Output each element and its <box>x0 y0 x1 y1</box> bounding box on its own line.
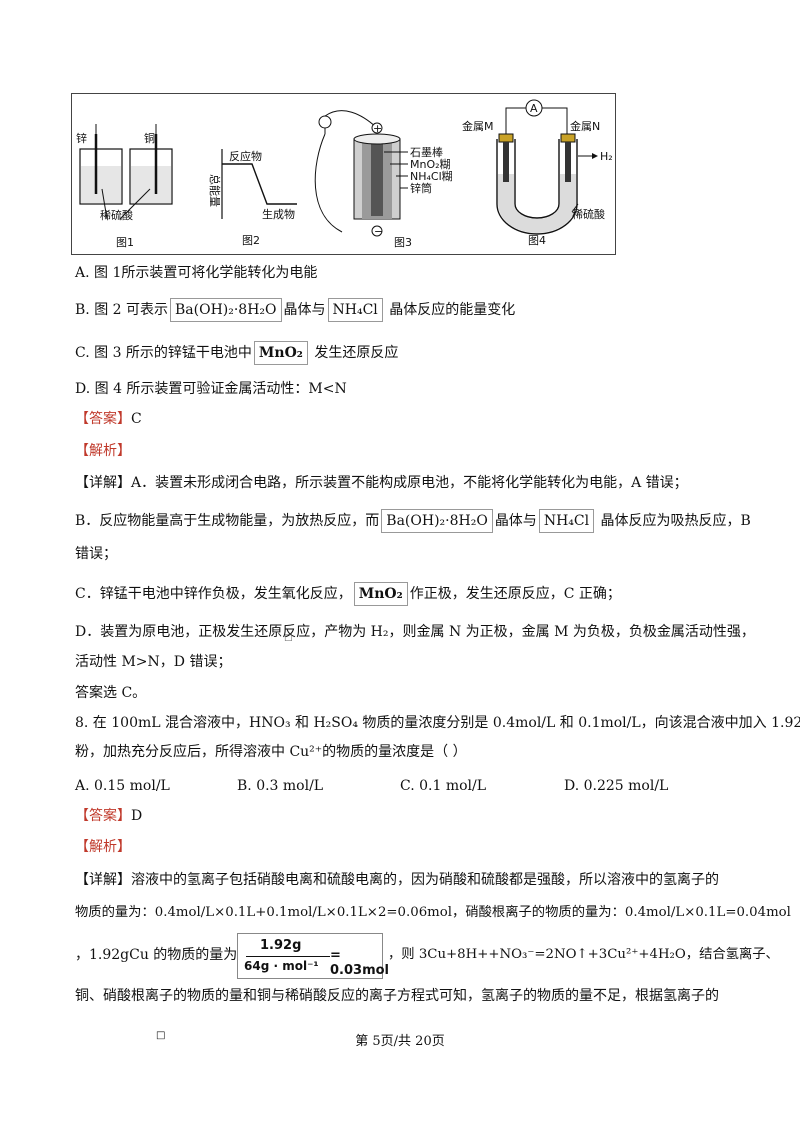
q7-detail-d: D．装置为原电池，正极发生还原反应，产物为 H₂，则金属 N 为正极，金属 M … <box>75 624 755 640</box>
q8-answer: D <box>131 808 143 824</box>
q7-option-c-formula: MnO₂ <box>253 341 308 365</box>
q7-answer-tag: 【答案】 <box>75 411 131 427</box>
q7-detail-b-post: 晶体反应为吸热反应，B <box>600 513 751 529</box>
fig2-y-axis: 总能量 <box>208 174 222 207</box>
fig4-right-metal: 金属N <box>570 119 600 133</box>
q8-frac-numerator: 1.92g <box>260 938 302 953</box>
fig4-left-metal: 金属M <box>462 119 494 133</box>
q7-detail-d-cont: 活动性 M>N，D 错误； <box>75 654 232 670</box>
figure-4: A 金属M 金属N H₂ 稀硫酸 图4 <box>462 99 613 247</box>
fig2-caption: 图2 <box>242 234 260 247</box>
fig3-minus: − <box>374 225 383 238</box>
q7-detail-b-formula-2: NH₄Cl <box>538 509 595 533</box>
fig3-label-nh4cl: NH₄Cl糊 <box>410 169 453 183</box>
fig4-liquid-label: 稀硫酸 <box>572 207 605 221</box>
q7-mark: □ <box>284 633 293 643</box>
q8-detail-1: 【详解】溶液中的氢离子包括硝酸电离和硫酸电离的，因为硝酸和硫酸都是强酸，所以溶液… <box>75 869 719 891</box>
q7-option-c-pre: C. 图 3 所示的锌锰干电池中 <box>75 345 252 361</box>
q7-answer: C <box>131 411 142 427</box>
fig1-liquid-label: 稀硫酸 <box>100 208 133 222</box>
q7-detail-c-formula: MnO₂ <box>353 582 408 606</box>
figure-3: + − 石墨棒 MnO₂糊 NH₄Cl糊 锌筒 图3 <box>314 110 453 249</box>
q7-detail-a-text: A．装置未形成闭合电路，所示装置不能构成原电池，不能将化学能转化为电能，A 错误… <box>131 475 688 491</box>
q7-option-b-mid: 晶体与 <box>283 302 326 318</box>
q8-detail-tag: 【详解】 <box>75 872 131 888</box>
q8-detail-3-post: ，则 3Cu+8H++NO₃⁻=2NO↑+3Cu²⁺+4H₂O，结合氢离子、 <box>388 947 779 962</box>
fig4-caption: 图4 <box>528 234 546 247</box>
page-number: 第 5页/共 20页 <box>355 1034 445 1049</box>
q8-frac-bar <box>246 956 330 957</box>
q8-frac-denominator: 64g · mol⁻¹ <box>244 959 319 973</box>
q7-option-d: D. 图 4 所示装置可验证金属活动性：M<N <box>75 381 347 397</box>
q8-choice-d: D. 0.225 mol/L <box>564 778 669 794</box>
q8-frac-result: = 0.03mol <box>330 948 390 978</box>
q7-option-b-formula-2: NH₄Cl <box>327 298 383 322</box>
fig4-meter: A <box>530 102 538 115</box>
figure-panel: 锌 铜 稀硫酸 图1 总能量 反应物 生成物 图2 <box>71 93 616 255</box>
q7-option-c-post: 发生还原反应 <box>314 345 399 361</box>
q8-analysis-line: 【解析】 <box>75 836 131 858</box>
q7-detail-b-pre: B．反应物能量高于生成物能量，为放热反应，而 <box>75 513 380 529</box>
q8-choice-a: A. 0.15 mol/L <box>75 778 170 794</box>
q7-detail-b-mid: 晶体与 <box>494 513 537 529</box>
q7-detail-b-cont: 错误； <box>75 546 117 562</box>
q8-stem-2: 粉，加热充分反应后，所得溶液中 Cu²⁺的物质的量浓度是（ ） <box>75 744 467 760</box>
figure-2: 总能量 反应物 生成物 图2 <box>208 149 297 247</box>
figure-drawing: 锌 铜 稀硫酸 图1 总能量 反应物 生成物 图2 <box>76 99 613 249</box>
fig3-label-mno2: MnO₂糊 <box>410 157 451 171</box>
q7-detail-c-post: 作正极，发生还原反应，C 正确； <box>409 586 621 602</box>
q7-option-b-formula-1: Ba(OH)₂·8H₂O <box>170 298 282 322</box>
figure-1: 锌 铜 稀硫酸 图1 <box>76 124 173 249</box>
q8-analysis-tag: 【解析】 <box>75 839 131 855</box>
q7-detail-tag: 【详解】 <box>75 475 131 491</box>
q8-choice-c: C. 0.1 mol/L <box>400 778 487 794</box>
q8-detail-1-text: 溶液中的氢离子包括硝酸电离和硫酸电离的，因为硝酸和硫酸都是强酸，所以溶液中的氢离… <box>131 872 719 888</box>
fig3-label-graphite: 石墨棒 <box>410 145 443 159</box>
fig3-plus: + <box>373 122 382 135</box>
q7-option-a: A. 图 1所示装置可将化学能转化为电能 <box>75 265 318 281</box>
q7-analysis-line: 【解析】 <box>75 440 131 462</box>
q8-fraction: 1.92g 64g · mol⁻¹ = 0.03mol <box>237 933 389 979</box>
q7-option-b-pre: B. 图 2 可表示 <box>75 302 168 318</box>
footer-mark: □ <box>156 1030 166 1041</box>
q7-option-b-post: 晶体反应的能量变化 <box>389 302 516 318</box>
q7-conclusion: 答案选 C。 <box>75 685 147 701</box>
q7-detail-b-formula-1: Ba(OH)₂·8H₂O <box>381 509 493 533</box>
q7-detail-a: 【详解】A．装置未形成闭合电路，所示装置不能构成原电池，不能将化学能转化为电能，… <box>75 472 688 494</box>
fig1-caption: 图1 <box>116 236 134 249</box>
q7-detail-c-pre: C．锌锰干电池中锌作负极，发生氧化反应， <box>75 586 352 602</box>
fig1-right-label: 铜 <box>144 131 155 145</box>
q8-answer-line: 【答案】D <box>75 805 142 827</box>
q8-detail-4: 铜、硝酸根离子的物质的量和铜与稀硝酸反应的离子方程式可知，氢离子的物质的量不足，… <box>75 988 719 1004</box>
fig2-reactant: 反应物 <box>229 149 262 163</box>
fig3-caption: 图3 <box>394 236 412 249</box>
q8-detail-3-pre: ，1.92gCu 的物质的量为： <box>75 947 252 963</box>
q8-choice-b: B. 0.3 mol/L <box>237 778 324 794</box>
q8-answer-tag: 【答案】 <box>75 808 131 824</box>
q7-answer-line: 【答案】C <box>75 408 142 430</box>
q8-detail-2: 物质的量为：0.4mol/L×0.1L+0.1mol/L×0.1L×2=0.06… <box>75 905 791 920</box>
fig3-label-zinc: 锌筒 <box>410 181 432 195</box>
fig1-left-label: 锌 <box>76 131 87 145</box>
fig4-gas: H₂ <box>600 150 613 163</box>
fig2-product: 生成物 <box>262 207 295 221</box>
q8-stem-1: 8. 在 100mL 混合溶液中，HNO₃ 和 H₂SO₄ 物质的量浓度分别是 … <box>75 715 800 731</box>
q7-analysis-tag: 【解析】 <box>75 443 131 459</box>
